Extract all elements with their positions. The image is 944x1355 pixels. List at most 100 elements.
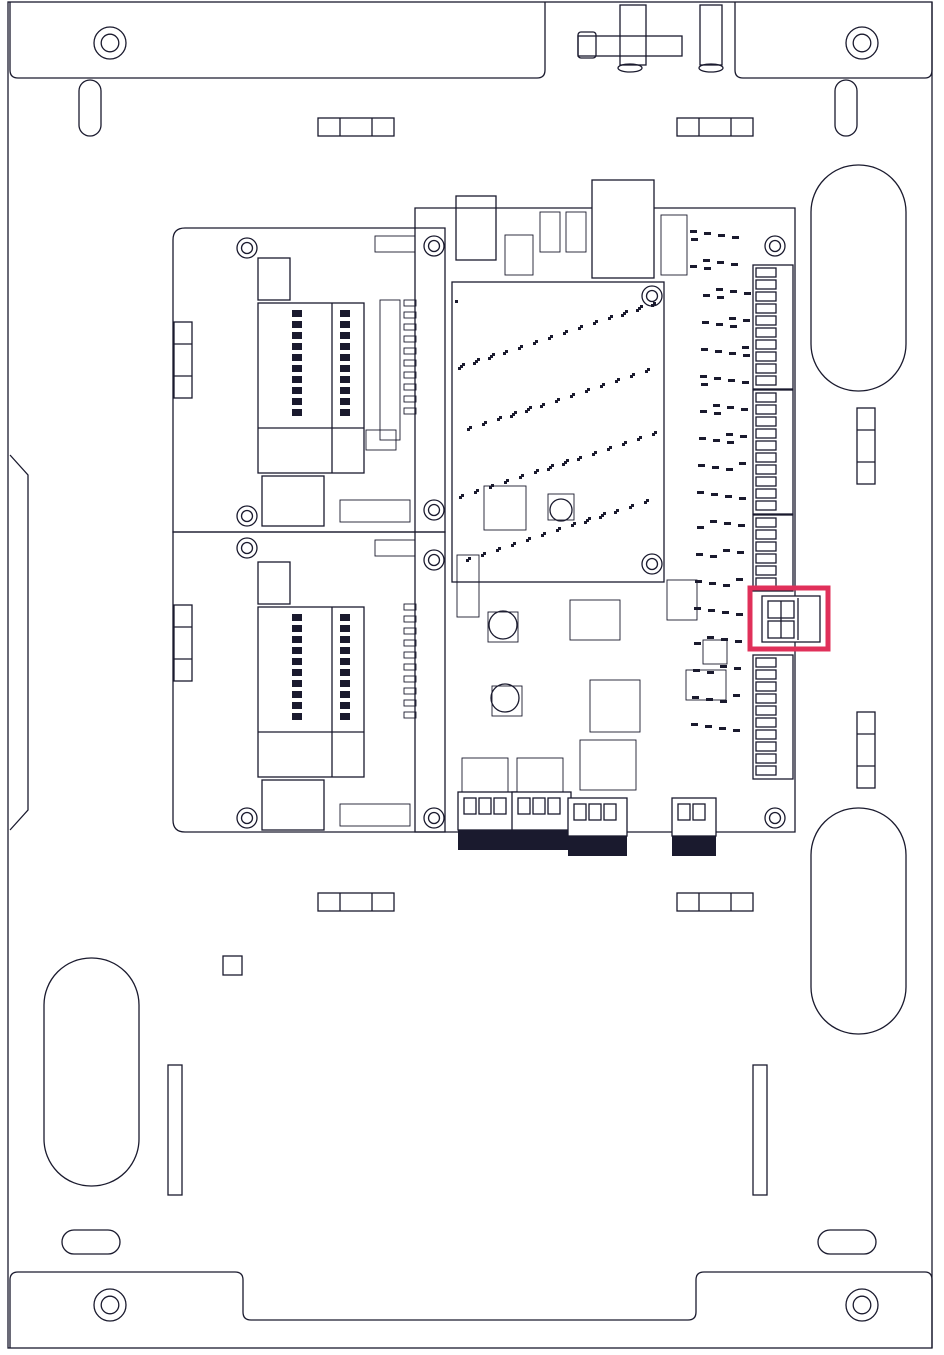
component [685, 669, 727, 701]
terminal-pin [755, 717, 777, 728]
top-left-flange [9, 2, 546, 79]
screw-hole-icon [240, 509, 254, 523]
via [654, 431, 657, 434]
via [647, 368, 650, 371]
via [540, 405, 543, 408]
terminal-pin [292, 713, 302, 720]
via [639, 436, 642, 439]
hinge [577, 4, 724, 73]
via [603, 512, 606, 515]
tab-cutout [856, 407, 876, 485]
via [535, 340, 538, 343]
tab-cutout [317, 117, 395, 137]
terminal-pin [755, 392, 777, 403]
smd-part [713, 404, 720, 407]
chip [339, 499, 411, 523]
relay-terminal-bank [257, 302, 365, 474]
terminal-pin [755, 681, 777, 692]
via [527, 408, 530, 411]
capacitor [488, 610, 518, 640]
smd-part [716, 323, 723, 326]
via [599, 516, 602, 519]
via [549, 466, 552, 469]
via [459, 496, 462, 499]
resistor [403, 347, 417, 355]
resistor [403, 615, 417, 623]
terminal-pin [340, 332, 350, 339]
terminal-pin [340, 636, 350, 643]
smd-part [734, 667, 741, 670]
via [651, 304, 654, 307]
via [631, 504, 634, 507]
mounting-slot-icon [61, 1229, 121, 1255]
component [379, 299, 401, 441]
tab-cutout [173, 321, 193, 399]
component [547, 493, 575, 521]
terminal-pin [340, 702, 350, 709]
smd-part [730, 290, 737, 293]
via [455, 300, 458, 303]
screw-hole-icon [427, 503, 441, 517]
via [556, 529, 559, 532]
terminal-pin [755, 267, 777, 278]
bottom-left-flange [9, 1271, 933, 1348]
terminal-pin [292, 365, 302, 372]
terminal-pin [292, 669, 302, 676]
via [563, 332, 566, 335]
via [601, 514, 604, 517]
knockout-oval-bottom-left [43, 957, 140, 1187]
smd-part [742, 381, 749, 384]
highlight-box [747, 585, 831, 652]
via [615, 380, 618, 383]
tab-cutout [856, 711, 876, 789]
terminal-pin [755, 440, 777, 451]
resistor [403, 675, 417, 683]
terminal-pin [588, 803, 602, 821]
via [617, 378, 620, 381]
via [579, 456, 582, 459]
terminal-pin [603, 803, 617, 821]
terminal-pin [755, 565, 777, 576]
terminal-pin [755, 351, 777, 362]
via [525, 410, 528, 413]
terminal-pin [292, 409, 302, 416]
via [520, 345, 523, 348]
terminal-pin [340, 713, 350, 720]
screw-hole-icon [423, 235, 445, 257]
smd-part [731, 263, 738, 266]
smd-part [704, 267, 711, 270]
via [607, 448, 610, 451]
via [614, 511, 617, 514]
via [577, 458, 580, 461]
smd-part [701, 348, 708, 351]
left-edge-bracket [9, 454, 29, 831]
via [529, 406, 532, 409]
screw-hole-icon [427, 811, 441, 825]
via [609, 446, 612, 449]
terminal-pin [292, 658, 302, 665]
terminal-block-icon [752, 264, 794, 390]
via [578, 327, 581, 330]
via [484, 421, 487, 424]
smd-part [693, 669, 700, 672]
connector-header [374, 235, 416, 253]
terminal-pin [755, 765, 777, 776]
via [491, 484, 494, 487]
connector-base [512, 830, 571, 850]
component [565, 211, 587, 253]
terminal-pin [340, 614, 350, 621]
power-terminal-connector[interactable] [747, 585, 831, 652]
smd-part [733, 729, 740, 732]
smd-part [697, 526, 704, 529]
terminal-pin [340, 310, 350, 317]
terminal-pin [340, 387, 350, 394]
knockout-oval-top-right [810, 164, 907, 392]
via [489, 486, 492, 489]
terminal-pin [340, 321, 350, 328]
via [562, 463, 565, 466]
smd-part [709, 582, 716, 585]
smd-part [690, 265, 697, 268]
smd-part [706, 698, 713, 701]
terminal-pin [755, 500, 777, 511]
via [476, 489, 479, 492]
